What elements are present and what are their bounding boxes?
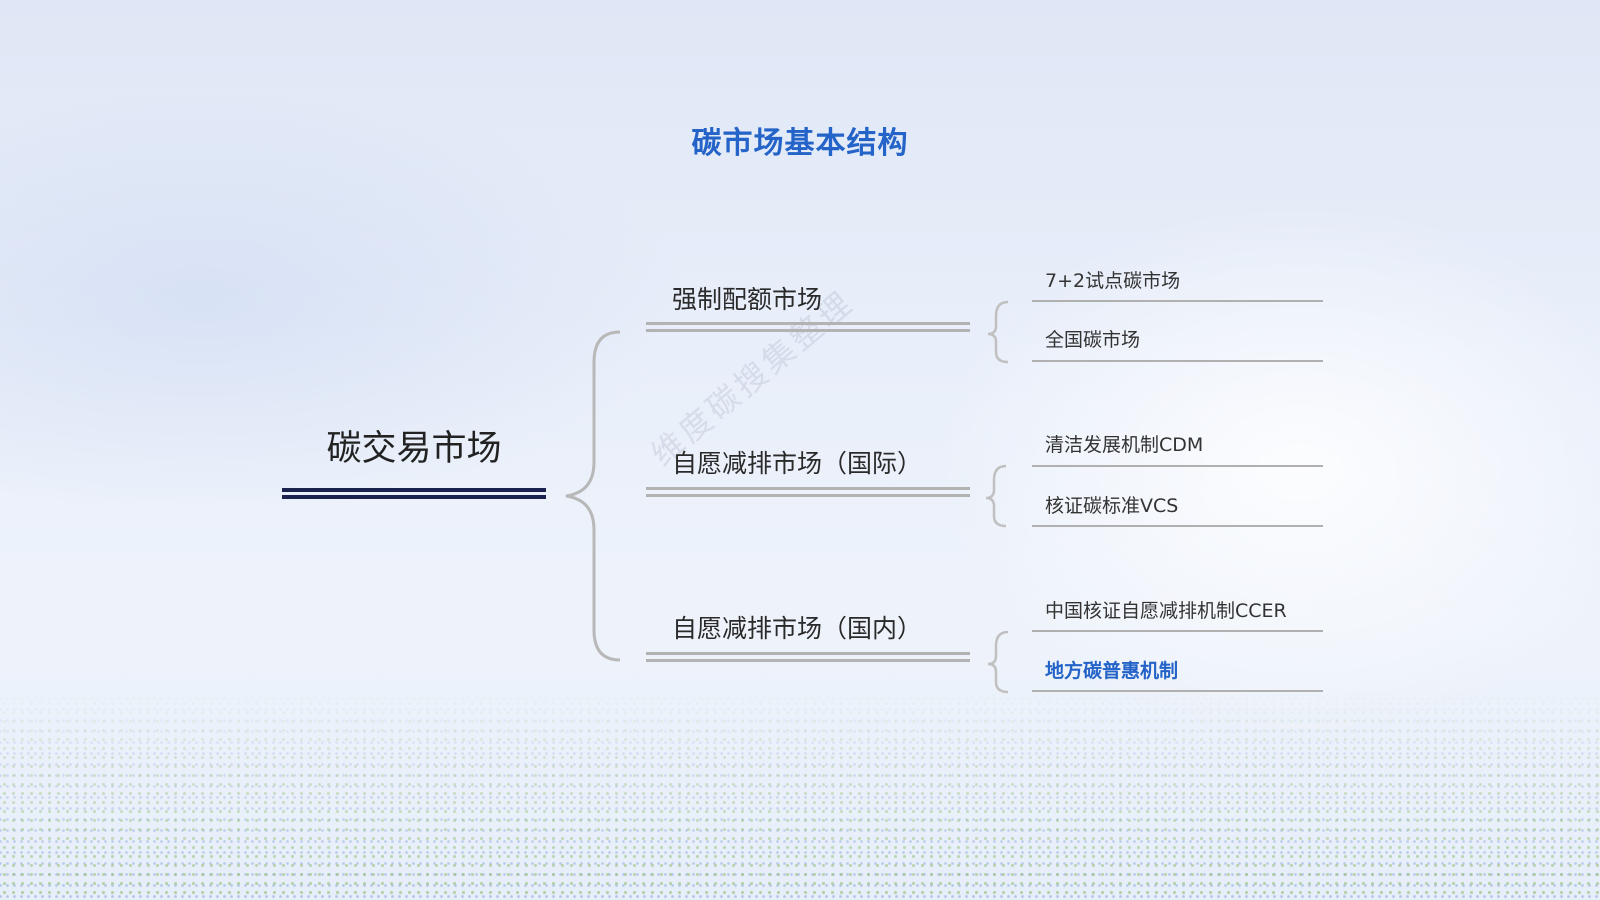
leaf-underline — [1032, 630, 1323, 632]
branch-underline — [646, 329, 970, 332]
root-underline-second — [282, 495, 546, 499]
branch-label-mandatory: 强制配额市场 — [672, 285, 823, 314]
leaf-label-vcs: 核证碳标准VCS — [1045, 495, 1179, 517]
branch-underline — [646, 494, 970, 497]
branch-underline — [646, 322, 970, 325]
leaf-label-cdm: 清洁发展机制CDM — [1045, 434, 1204, 456]
leaf-underline — [1032, 690, 1323, 692]
leaf-underline — [1032, 360, 1323, 362]
leaf-underline — [1032, 300, 1323, 302]
branch-underline — [646, 659, 970, 662]
root-node-label: 碳交易市场 — [326, 429, 502, 469]
dot-wave-decoration — [0, 690, 1600, 900]
page-title: 碳市场基本结构 — [691, 126, 909, 161]
branch-label-voluntary-domestic: 自愿减排市场（国内） — [672, 614, 923, 643]
leaf-label-ccer: 中国核证自愿减排机制CCER — [1045, 600, 1287, 622]
branch-label-voluntary-international: 自愿减排市场（国际） — [672, 449, 923, 478]
branch-underline — [646, 487, 970, 490]
leaf-underline — [1032, 525, 1323, 527]
leaf-underline — [1032, 465, 1323, 467]
leaf-label-pilot-markets: 7+2试点碳市场 — [1045, 270, 1181, 292]
root-underline — [282, 488, 546, 492]
branch-underline — [646, 652, 970, 655]
leaf-label-national-market: 全国碳市场 — [1045, 329, 1141, 351]
leaf-label-local-carbon-inclusion: 地方碳普惠机制 — [1045, 660, 1179, 682]
